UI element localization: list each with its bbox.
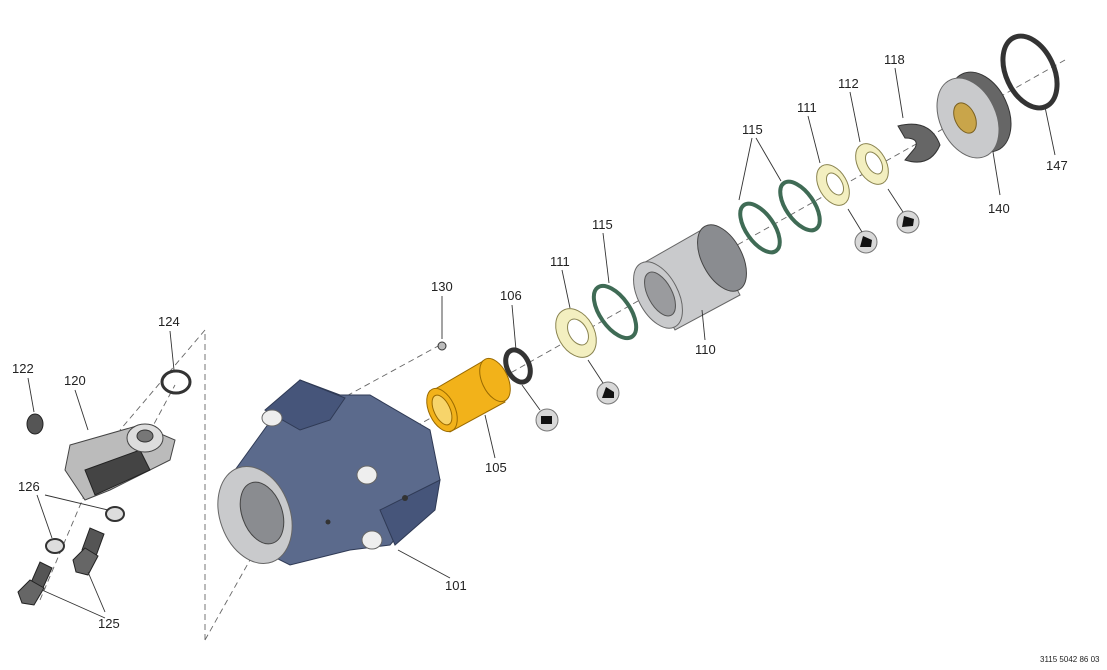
label-105: 105	[485, 460, 507, 475]
leader-111-right	[807, 115, 821, 164]
leader-122	[27, 377, 35, 413]
o-ring-124	[160, 369, 192, 395]
bolt-125-a	[72, 527, 105, 576]
label-111-right: 111	[797, 100, 817, 115]
label-130: 130	[431, 279, 453, 294]
bolt-axis-line	[39, 469, 96, 601]
sensor-bracket-120	[64, 423, 176, 501]
leader-126-b	[44, 494, 109, 511]
label-126: 126	[18, 479, 40, 494]
washer-126-b	[45, 538, 65, 554]
leader-118	[894, 67, 904, 119]
label-125: 125	[98, 616, 120, 631]
seal-profile-badge-106	[521, 384, 559, 432]
seal-profile-badge-111-left	[587, 359, 620, 405]
label-101: 101	[445, 578, 467, 593]
drawing-reference: 3115 5042 86 03	[1040, 655, 1100, 664]
label-110: 110	[695, 342, 716, 357]
leader-112	[849, 91, 861, 143]
guide-ring-111-left	[555, 308, 597, 358]
label-112: 112	[838, 76, 859, 91]
leader-147	[1044, 106, 1056, 156]
label-118: 118	[884, 52, 905, 67]
screw-130	[437, 341, 447, 351]
leader-125-a	[41, 589, 106, 619]
housing-101	[217, 379, 441, 566]
leader-105	[484, 414, 496, 459]
washer-126-a	[105, 506, 125, 522]
plug-122	[26, 413, 44, 435]
leader-115-right-b	[755, 137, 782, 182]
bushing-105	[426, 357, 511, 433]
bolt-125-b	[17, 561, 53, 606]
leader-120	[74, 389, 89, 431]
guide-ring-112	[855, 143, 889, 185]
seal-106	[503, 347, 533, 385]
leader-140	[992, 151, 1001, 196]
leader-110	[701, 309, 706, 341]
cover-140	[936, 71, 1012, 159]
leader-101	[397, 549, 451, 579]
leader-124	[169, 330, 175, 371]
o-ring-115-right-b	[778, 179, 822, 233]
guide-ring-111-right	[816, 164, 850, 206]
seal-profile-badge-112	[887, 188, 920, 234]
label-111-left: 111	[550, 254, 570, 269]
o-ring-115-left	[591, 283, 639, 341]
label-106: 106	[500, 288, 522, 303]
label-122: 122	[12, 361, 34, 376]
label-120: 120	[64, 373, 86, 388]
label-115-right: 115	[742, 122, 763, 137]
circlip-147	[1000, 33, 1060, 111]
o-ring-115-right-a	[738, 201, 782, 255]
seal-profile-badge-111-right	[847, 208, 878, 254]
label-140: 140	[988, 201, 1010, 216]
leader-106	[511, 304, 517, 351]
leader-111-left	[561, 269, 571, 309]
label-115-left: 115	[592, 217, 613, 232]
mount-axis-line-3	[204, 559, 251, 641]
leader-126-a	[36, 494, 53, 539]
piston-110	[633, 224, 747, 331]
label-147: 147	[1046, 158, 1068, 173]
leader-125-b	[87, 571, 106, 613]
scraper-118	[897, 123, 941, 163]
leader-115-left	[602, 232, 610, 284]
label-124: 124	[158, 314, 180, 329]
leader-115-right-a	[738, 137, 753, 201]
